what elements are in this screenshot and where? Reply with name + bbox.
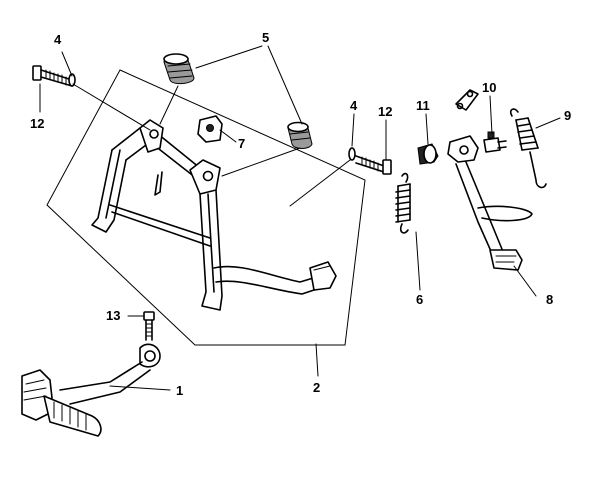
callout-1: 1 <box>176 383 183 398</box>
washer-left <box>68 73 76 87</box>
side-stand <box>447 135 533 271</box>
callout-9: 9 <box>564 108 571 123</box>
washer-right <box>348 147 356 161</box>
stand-spring <box>395 172 411 234</box>
bushing-upper <box>163 53 195 85</box>
bolt-left <box>32 65 73 87</box>
callout-4-right: 4 <box>350 98 358 113</box>
callout-2: 2 <box>313 380 320 395</box>
callout-4-left: 4 <box>54 32 62 47</box>
link-plate <box>455 89 479 111</box>
callout-6: 6 <box>416 292 423 307</box>
callout-8: 8 <box>546 292 553 307</box>
small-bolt <box>143 311 155 341</box>
side-stand-spring <box>509 108 547 189</box>
leader-lines <box>39 45 561 391</box>
callout-13: 13 <box>106 308 120 323</box>
stopper-block <box>197 115 223 143</box>
side-stand-bushing <box>417 143 439 165</box>
callout-7: 7 <box>238 136 245 151</box>
callout-12-left: 12 <box>30 116 44 131</box>
callout-11: 11 <box>416 98 430 113</box>
pivot-bolt <box>483 131 507 153</box>
bushing-right <box>287 121 313 149</box>
callout-5: 5 <box>262 30 269 45</box>
kick-starter <box>21 343 161 437</box>
bolt-right <box>355 155 392 175</box>
callout-10: 10 <box>482 80 496 95</box>
main-stand-group-outline <box>46 69 366 346</box>
callout-12-right: 12 <box>378 104 392 119</box>
